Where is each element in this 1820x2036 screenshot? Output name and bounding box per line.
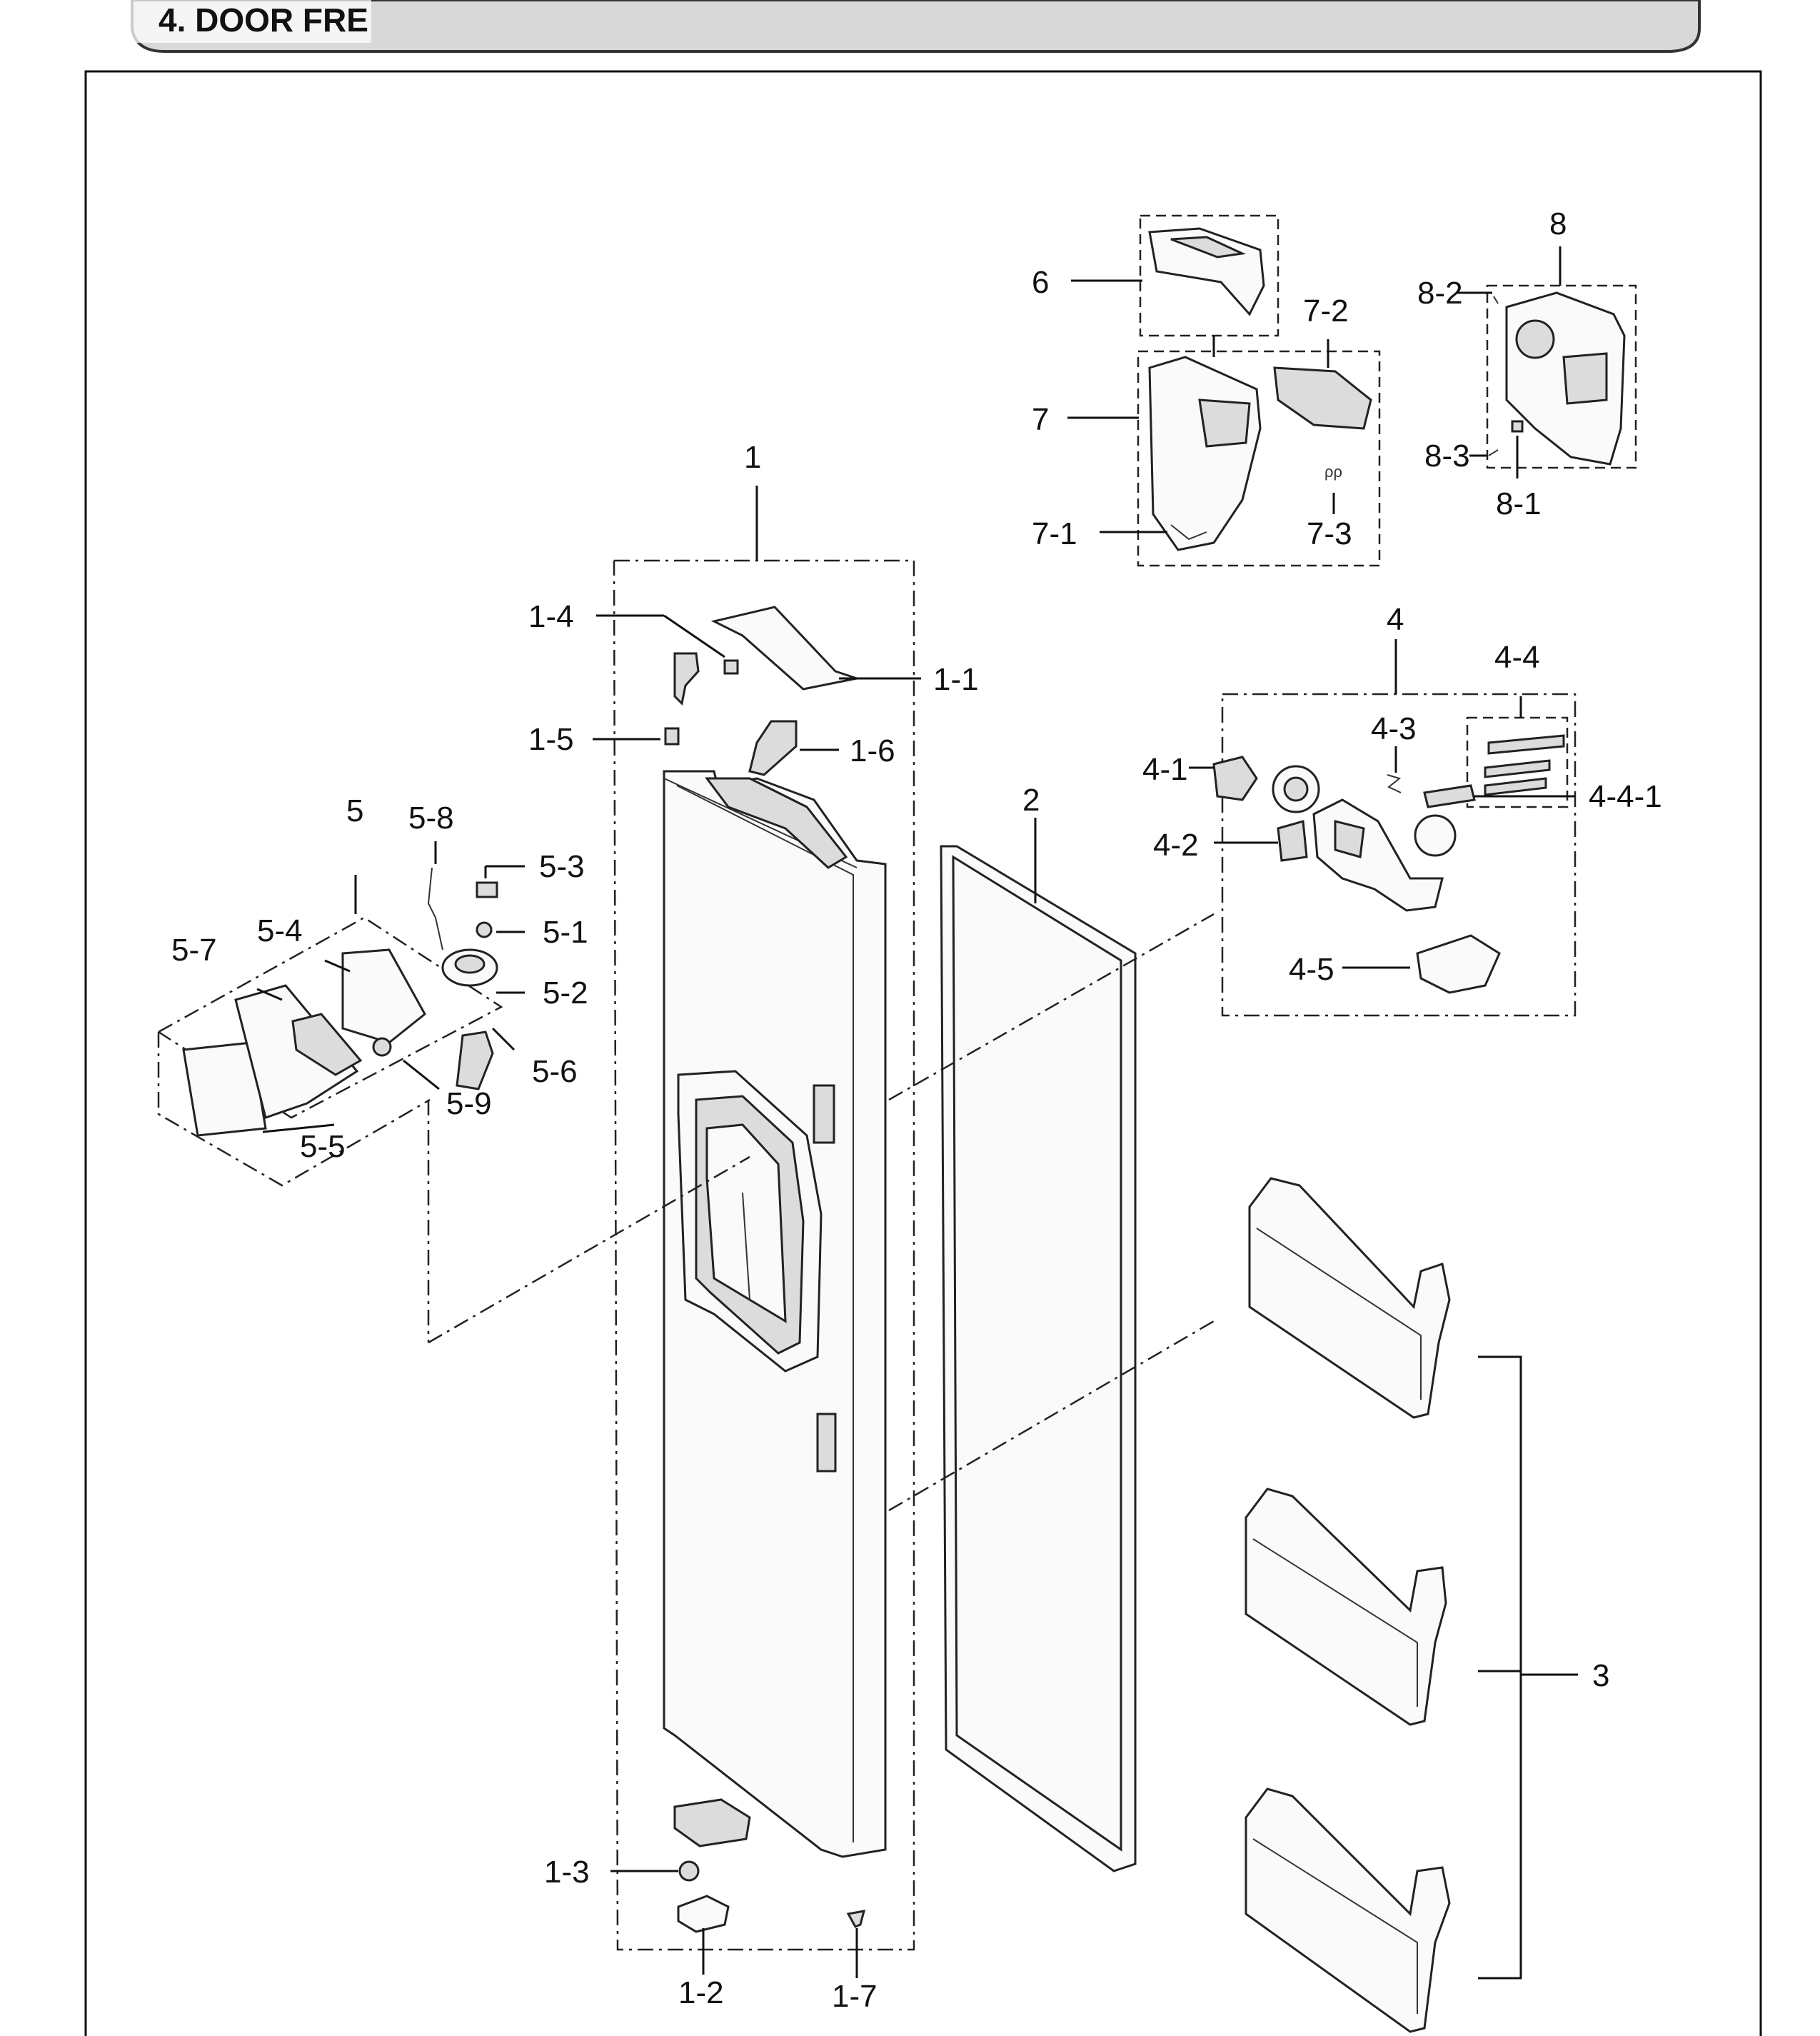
part-5-3-switch: 5-3	[476, 849, 585, 898]
part-6: 6	[1032, 214, 1279, 337]
callout-1-5: 1-5	[528, 722, 574, 757]
callout-4-3: 4-3	[1371, 711, 1417, 746]
part-4-3-spring: 4-3	[1371, 711, 1417, 793]
part-4-4-duct-cap: 4-4	[1466, 640, 1569, 808]
callout-8-2: 8-2	[1417, 276, 1463, 311]
callout-5-5: 5-5	[300, 1129, 346, 1164]
callout-7: 7	[1032, 402, 1049, 437]
assembly-5: 5 5-5 5-7 5-4 5-9 5-8	[157, 793, 588, 1187]
part-1-2-hinge-cap: 1-2	[677, 1895, 730, 2010]
assembly-connection-lines	[427, 913, 1215, 1512]
callout-3: 3	[1592, 1658, 1609, 1693]
part-1-3-hinge-bushing: 1-3	[544, 1855, 700, 1890]
callout-6: 6	[1032, 265, 1049, 300]
callout-1-4: 1-4	[528, 599, 574, 634]
callout-8-1: 8-1	[1496, 486, 1542, 521]
part-1-6-connector: 1-6	[748, 720, 895, 776]
assembly-7: 7 7-1 7-2 ρρ 7-3	[1032, 294, 1381, 567]
part-solenoid-disc	[1414, 814, 1457, 857]
part-5-2-cup: 5-2	[441, 948, 588, 1011]
part-5-9-knob: 5-9	[372, 1037, 492, 1121]
callout-4-4: 4-4	[1494, 640, 1540, 675]
part-5-6-lever: 5-6	[456, 1027, 578, 1090]
callout-8: 8	[1549, 206, 1567, 241]
callout-2: 2	[1022, 783, 1040, 818]
part-7-2-auger-motor: 7-2	[1273, 294, 1372, 430]
callout-5-2: 5-2	[543, 976, 588, 1011]
part-4-4-1-seal: 4-4-1	[1423, 779, 1662, 814]
part-5-7-cover: 5-7	[171, 933, 359, 1119]
part-2-gasket: 2	[940, 783, 1137, 1872]
part-3-door-guards: 3	[1245, 1177, 1609, 2033]
callout-1-6: 1-6	[850, 733, 895, 768]
callout-7-3: 7-3	[1307, 516, 1352, 551]
assembly-1-box: 1	[613, 440, 915, 1951]
callout-1-7: 1-7	[832, 1979, 878, 2014]
ice-route-housing	[1312, 798, 1444, 912]
callout-5-6: 5-6	[532, 1054, 578, 1089]
callout-5-8: 5-8	[408, 801, 454, 836]
callout-5-9: 5-9	[446, 1086, 492, 1121]
callout-4: 4	[1387, 602, 1404, 637]
diagram-frame	[84, 70, 1762, 2036]
svg-text:ρρ: ρρ	[1324, 463, 1342, 481]
callout-1-2: 1-2	[678, 1975, 724, 2010]
callout-5-1: 5-1	[543, 915, 588, 950]
callout-5-3: 5-3	[539, 849, 585, 884]
callout-1-1: 1-1	[933, 662, 979, 697]
section-title: 4. DOOR FRE	[159, 1, 368, 39]
assembly-8: 8 8-2 8-3 8-1	[1417, 206, 1637, 521]
callout-1-3: 1-3	[544, 1855, 590, 1890]
part-1-4-clip: 1-4	[528, 599, 739, 706]
part-4-5-chute-cap: 4-5	[1289, 934, 1501, 994]
part-4-1-motor: 4-1	[1142, 752, 1258, 801]
callout-8-3: 8-3	[1424, 438, 1470, 473]
part-4-2-bracket: 4-2	[1153, 820, 1308, 863]
callout-7-2: 7-2	[1303, 294, 1349, 329]
assembly-4: 4 4-1 4-2 4-3 4-4	[1142, 602, 1662, 1017]
part-1-1-cover: 1-1	[710, 606, 979, 697]
callout-5-7: 5-7	[171, 933, 217, 968]
part-7-3-screws: ρρ 7-3	[1307, 463, 1352, 551]
part-7-1-harness: 7-1	[1032, 516, 1207, 551]
callout-4-2: 4-2	[1153, 828, 1199, 863]
part-5-8-wire: 5-8	[408, 801, 454, 951]
callout-4-4-1: 4-4-1	[1589, 779, 1662, 814]
door-panel	[663, 770, 887, 1858]
callout-7-1: 7-1	[1032, 516, 1077, 551]
callout-4-1: 4-1	[1142, 752, 1188, 787]
part-8-3-screw: 8-3	[1424, 438, 1499, 473]
part-5-1-sensor: 5-1	[476, 915, 588, 950]
callout-4-5: 4-5	[1289, 952, 1334, 987]
part-8-1-pin: 8-1	[1496, 420, 1542, 521]
part-1-5-screw: 1-5	[528, 722, 680, 757]
part-5-5-panel: 5-5	[182, 1041, 346, 1164]
callout-5-4: 5-4	[257, 913, 303, 948]
door-guard-middle	[1245, 1488, 1447, 1726]
part-1-7-screw: 1-7	[832, 1910, 878, 2014]
part-8-2-screw: 8-2	[1417, 276, 1499, 311]
callout-1: 1	[744, 440, 761, 475]
door-guard-lower	[1245, 1787, 1451, 2033]
callout-5: 5	[346, 793, 363, 828]
section-header: 4. DOOR FRE	[129, 0, 1701, 53]
part-5-4-pcb: 5-4	[257, 913, 426, 1076]
door-guard-upper	[1248, 1177, 1451, 1419]
